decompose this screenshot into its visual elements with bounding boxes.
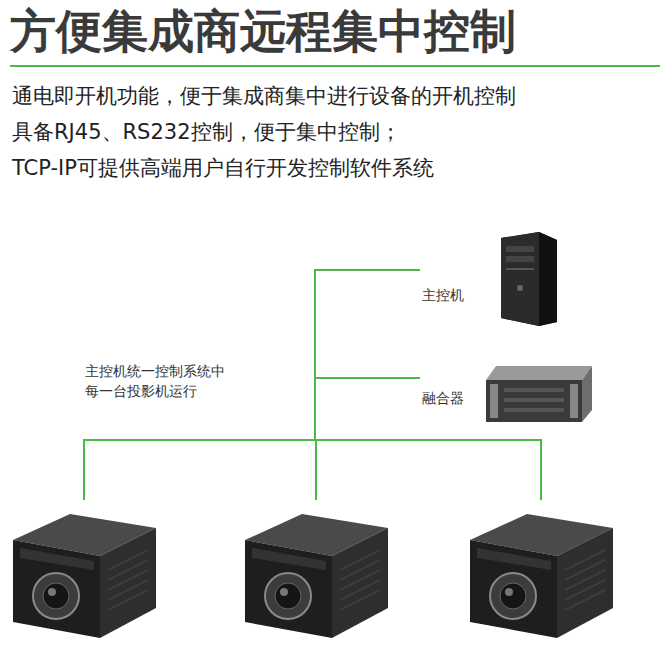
page-title: 方便集成商远程集中控制 (10, 2, 516, 60)
control-wire (315, 270, 420, 500)
projector (8, 500, 160, 640)
feature-line: 通电即开机功能，便于集成商集中进行设备的开机控制 (12, 82, 516, 111)
projector (240, 500, 392, 640)
note-text: 主控机统一控制系统中 每一台投影机运行 (85, 362, 235, 401)
main-controller-illustration (497, 228, 559, 328)
fusion-device: 融合器 (420, 362, 596, 428)
feature-line: 具备RJ45、RS232控制，便于集中控制； (12, 118, 401, 147)
device-label: 主控机 (422, 287, 464, 305)
control-wire (84, 270, 420, 500)
title-rule (10, 65, 660, 67)
projector-illustration (465, 500, 617, 640)
feature-line: TCP-IP可提供高端用户自行开发控制软件系统 (12, 154, 434, 183)
projector-illustration (8, 500, 160, 640)
fusion-device-illustration (482, 362, 596, 428)
main-controller: 主控机 (420, 228, 560, 328)
projector (465, 500, 617, 640)
device-label: 融合器 (422, 390, 464, 408)
projector-illustration (240, 500, 392, 640)
